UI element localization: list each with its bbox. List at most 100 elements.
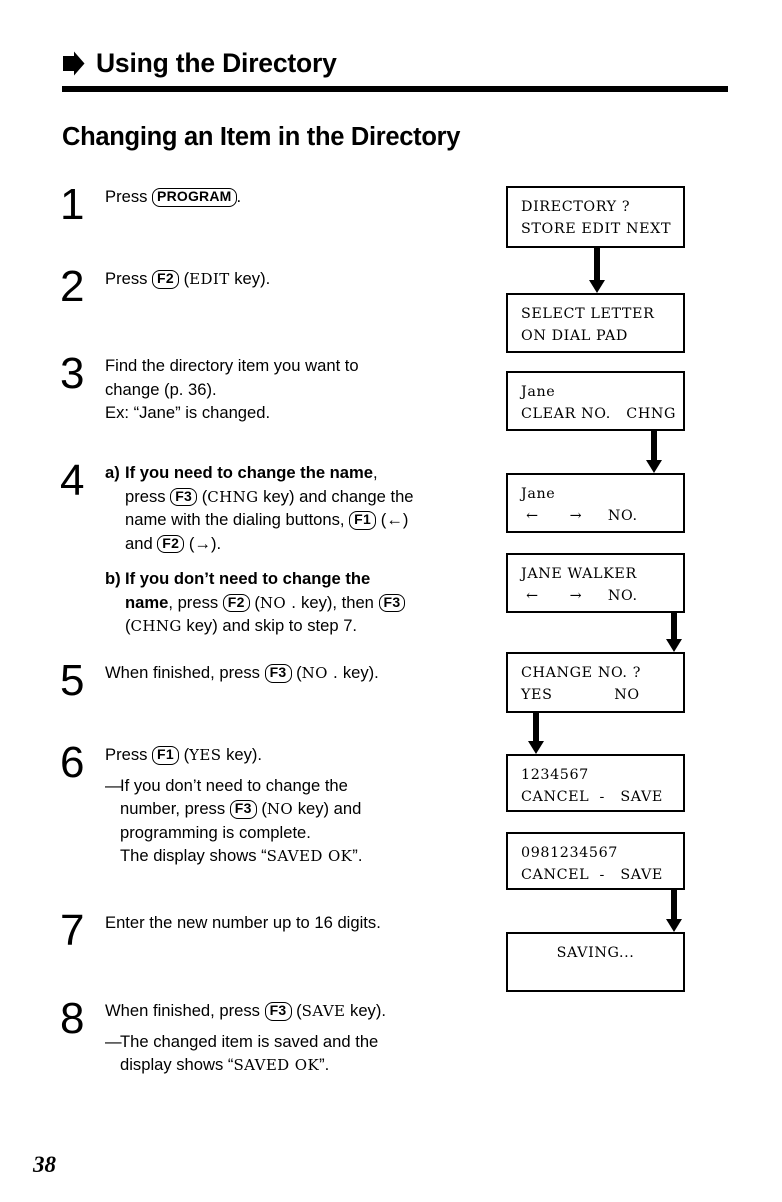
body-text: ( (256, 799, 267, 819)
key-f2[interactable]: F2 (152, 270, 179, 289)
body-text: (→). (184, 533, 222, 553)
flow-arrow-1 (589, 248, 605, 293)
page-number: 38 (33, 1152, 56, 1177)
body-text: When finished, press (105, 663, 265, 682)
text-line: If you don’t need to change the (125, 568, 490, 590)
text-line: name, press F2 (NO . key), then F3 (125, 592, 490, 614)
display-jane-edit: Jane ← → NO. (506, 473, 685, 533)
step-body: When finished, press F3 (SAVE key). —The … (105, 1000, 490, 1076)
body-text: ( (291, 663, 302, 682)
key-f3[interactable]: F3 (264, 1002, 292, 1021)
lcd-line: Jane (521, 384, 556, 400)
body-text: The display shows “ (120, 846, 267, 866)
body-text: When finished, press (105, 1001, 265, 1020)
body-text: If you don’t need to change the (120, 775, 348, 795)
step-3: 3 Find the directory item you want to chan… (60, 349, 490, 424)
step-number: 1 (60, 180, 84, 229)
display-change-number: CHANGE NO. ?YES NO (506, 652, 685, 713)
text-line: Ex: “Jane” is changed. (105, 402, 490, 424)
body-text: key). (338, 663, 379, 682)
flow-arrow-4 (528, 713, 544, 754)
body-text: press (125, 486, 171, 506)
body-text: Ex: “Jane” is changed. (105, 403, 271, 423)
lcd-term: SAVE (301, 1002, 346, 1020)
lcd-term: CHNG (207, 487, 259, 506)
text-line: name with the dialing buttons, F1 (←) (125, 509, 490, 531)
body-text: Find the directory item you want to (105, 356, 359, 375)
body-text: programming is complete. (120, 822, 311, 842)
key-f3[interactable]: F3 (229, 800, 257, 819)
flow-arrow-3 (666, 613, 682, 652)
body-text: key). (345, 1001, 386, 1020)
key-f1[interactable]: F1 (152, 746, 179, 765)
key-f3[interactable]: F3 (264, 664, 292, 683)
lcd-line: CANCEL - SAVE (521, 866, 663, 883)
text-line: If you don’t need to change the (120, 775, 490, 797)
emphasis-text: If you don’t need to change the (125, 569, 371, 589)
section-title: Changing an Item in the Directory (62, 123, 461, 151)
key-f3[interactable]: F3 (378, 593, 406, 613)
step-number: 8 (60, 994, 84, 1043)
body-text: Press (105, 745, 153, 764)
key-program[interactable]: PROGRAM (152, 188, 237, 207)
body-text: , (373, 463, 378, 482)
sub-step-marker: a) (105, 463, 120, 482)
emphasis-text: name (125, 592, 169, 612)
lcd-line: ← → NO. (521, 587, 638, 604)
step-number: 3 (60, 349, 84, 398)
step-body: Enter the new number up to 16 digits. (105, 912, 490, 934)
text-line: The display shows “SAVED OK”. (120, 845, 490, 867)
flow-arrow-5 (666, 890, 682, 932)
step-body: Find the directory item you want to chang… (105, 355, 490, 424)
body-text: key) and (293, 799, 362, 819)
text-line: Find the directory item you want to (105, 355, 490, 377)
page-title: Using the Directory (96, 48, 337, 78)
body-text: The changed item is saved and the (120, 1031, 379, 1051)
lcd-line: JANE WALKER (521, 566, 637, 582)
sub-step-text: If you need to change the name,press F3 … (125, 462, 490, 554)
text-line: Press F1 (YES key). (105, 744, 490, 766)
right-arrow-bullet-icon (63, 51, 85, 76)
text-line: The changed item is saved and the (120, 1031, 490, 1053)
display-directory-prompt: DIRECTORY ?STORE EDIT NEXT (506, 186, 685, 248)
body-text: Press (105, 269, 153, 288)
lcd-line: CANCEL - SAVE (521, 788, 663, 805)
body-text: display shows “ (120, 1055, 234, 1075)
body-text: number, press (120, 799, 230, 819)
body-text: change (p. 36). (105, 379, 217, 399)
body-text: Enter the new number up to 16 digits. (105, 913, 381, 932)
key-f3[interactable]: F3 (170, 487, 198, 507)
step-body: Press PROGRAM. (105, 186, 490, 208)
step-body: Press F1 (YES key).—If you don’t need to… (105, 744, 490, 867)
body-text: (←) (376, 510, 409, 530)
lcd-line: Jane (521, 486, 556, 502)
key-f2[interactable]: F2 (222, 593, 250, 613)
step-body: When finished, press F3 (NO . key). (105, 662, 490, 684)
key-f2[interactable]: F2 (157, 534, 185, 554)
display-jane-walker: JANE WALKER ← → NO. (506, 553, 685, 613)
text-line: programming is complete. (120, 822, 490, 844)
header-divider (62, 85, 728, 92)
text-line: Press F2 (EDIT key). (105, 268, 490, 290)
lcd-term: NO . (259, 593, 297, 612)
lcd-line: CHANGE NO. ? (521, 665, 641, 681)
text-line: When finished, press F3 (SAVE key). (105, 1000, 490, 1022)
text-line: and F2 (→). (125, 533, 490, 555)
lcd-term: SAVED OK (266, 847, 353, 866)
flow-arrow-2 (646, 431, 662, 473)
body-text: name with the dialing buttons, (125, 510, 350, 530)
text-line: When finished, press F3 (NO . key). (105, 662, 490, 684)
key-f1[interactable]: F1 (349, 511, 377, 530)
lcd-term: CHNG (130, 617, 182, 636)
step-body: Press F2 (EDIT key). (105, 268, 490, 290)
body-text: key). (229, 269, 271, 288)
note-dash-marker: — (105, 1031, 122, 1051)
